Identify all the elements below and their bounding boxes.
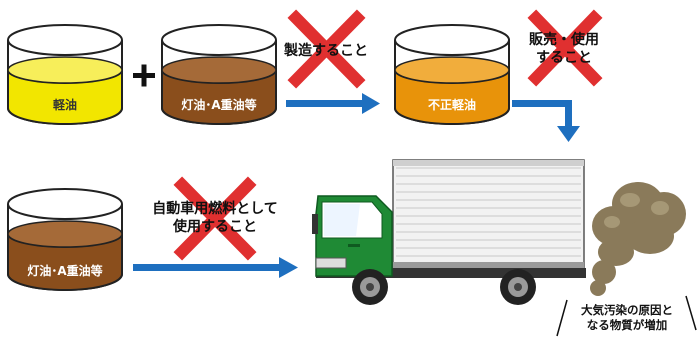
prohibition-sell-use: 販売・使用 すること [516,32,612,67]
arrow-right-icon-top [286,93,380,114]
diesel-tank-label: 軽油 [52,98,77,112]
kerosene-tank-bottom [7,188,123,291]
illegal-diesel-tank-label: 不正軽油 [427,98,476,112]
kerosene-bottom-tank-label: 灯油･A重油等 [27,264,103,278]
cross-icon-use-as-fuel [173,176,257,261]
arrow-down-icon [512,100,580,142]
kerosene-tank-top [161,24,277,125]
prohibition-sell-use-line2: すること [536,49,592,66]
cross-icon-manufacture [287,9,366,89]
caption-bracket-left [556,299,568,337]
prohibition-manufacture: 製造すること [284,43,368,59]
truck-icon [312,159,586,305]
plus-icon [133,64,155,87]
diesel-tank [7,24,123,125]
cross-icon-sell-use [527,9,603,87]
pollution-caption: 大気汚染の原因と なる物質が増加 [566,303,688,333]
prohibition-sell-use-line1: 販売・使用 [529,32,599,48]
pollution-caption-line1: 大気汚染の原因と [581,303,673,317]
illegal-diesel-tank [394,24,510,125]
prohibition-use-as-fuel-line1: 自動車用燃料として [152,201,278,217]
prohibition-use-as-fuel: 自動車用燃料として 使用すること [140,201,290,236]
pollution-caption-line2: なる物質が増加 [586,317,668,332]
kerosene-top-tank-label: 灯油･A重油等 [181,98,257,112]
caption-bracket-right [685,295,697,331]
prohibition-use-as-fuel-line2: 使用すること [173,218,257,235]
arrow-right-icon-bottom [133,257,298,278]
